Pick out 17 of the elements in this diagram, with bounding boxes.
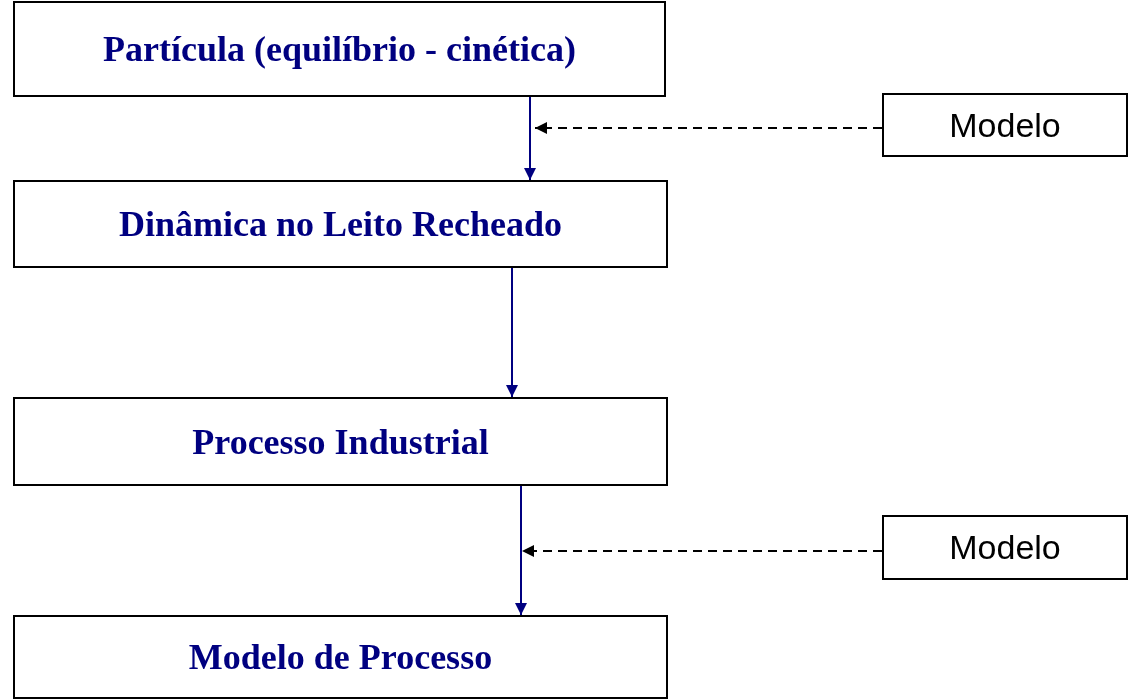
process-box [13, 397, 668, 486]
arrow [521, 545, 883, 557]
arrow [515, 485, 527, 616]
box-label: Dinâmica no Leito Recheado [119, 203, 562, 245]
box-label: Processo Industrial [192, 420, 489, 463]
box-label: Modelo [949, 105, 1061, 145]
arrow [524, 96, 536, 181]
arrow [506, 267, 518, 398]
process-box [13, 615, 668, 699]
process-box [13, 1, 666, 97]
process-box [882, 515, 1128, 580]
process-box [13, 180, 668, 268]
arrow [534, 122, 883, 134]
box-label: Partícula (equilíbrio - cinética) [103, 28, 576, 70]
process-box [882, 93, 1128, 157]
box-label: Modelo [949, 528, 1061, 567]
box-label: Modelo de Processo [188, 636, 493, 678]
